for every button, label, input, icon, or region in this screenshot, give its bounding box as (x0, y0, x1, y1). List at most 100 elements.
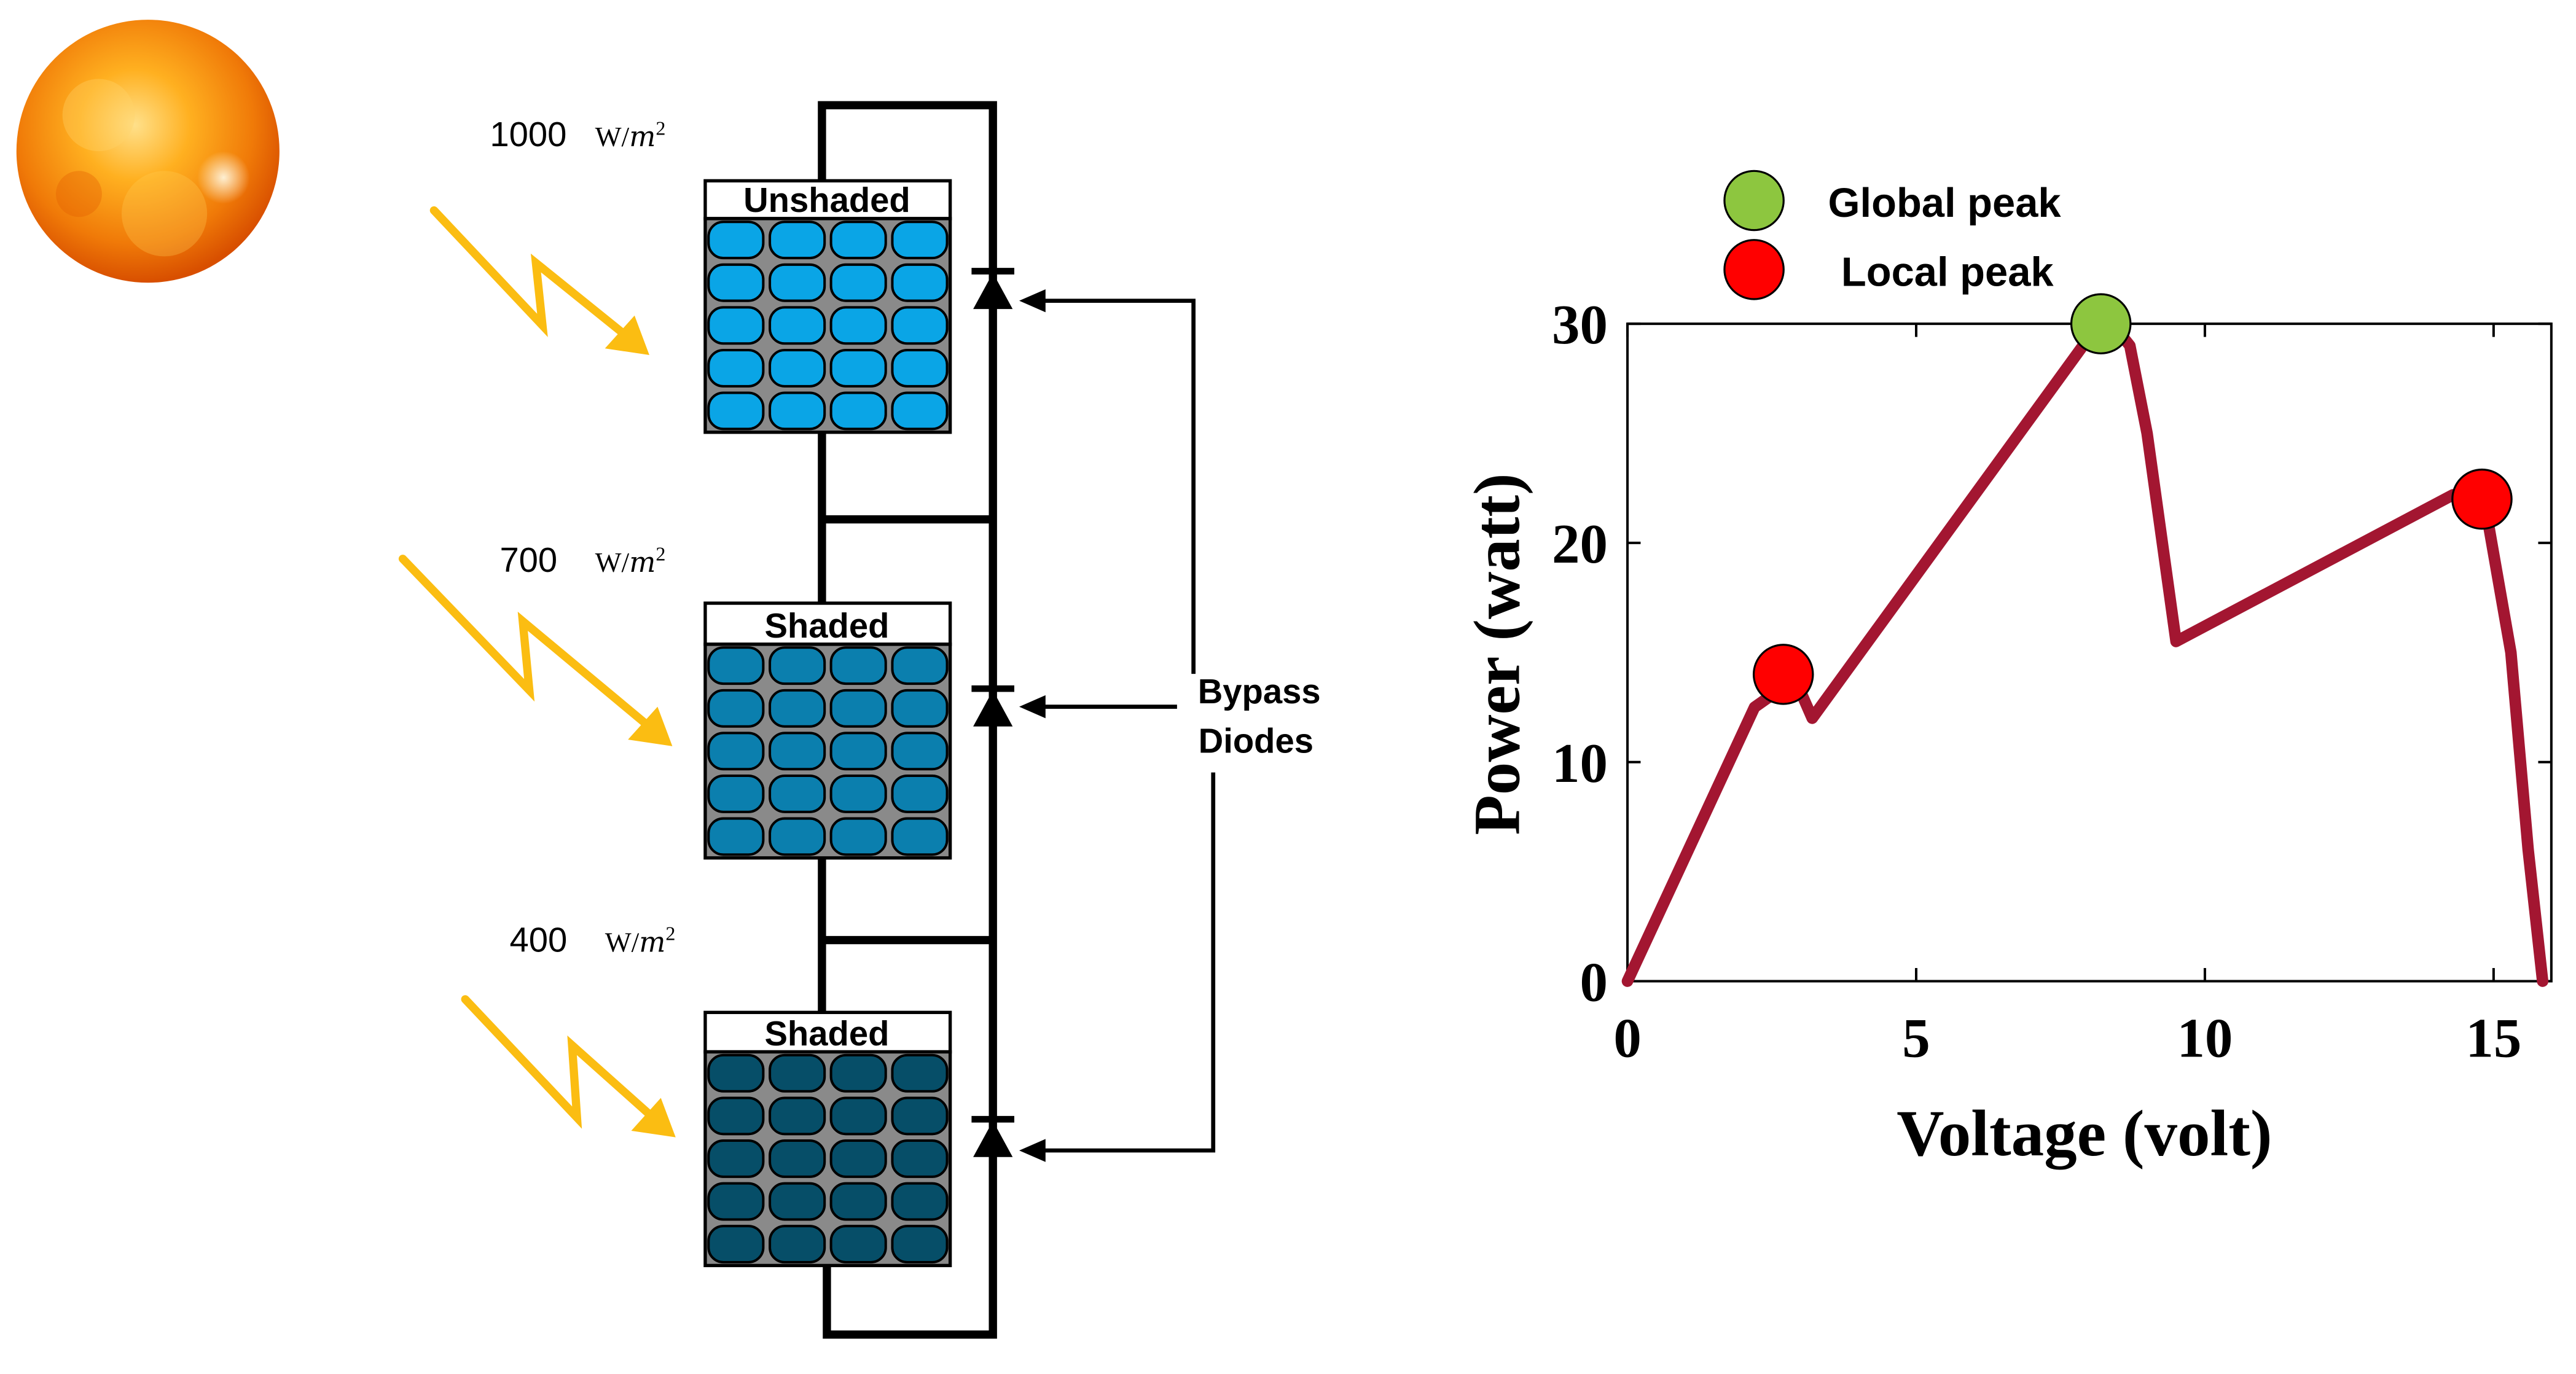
solar-cell (769, 1182, 826, 1221)
bypass-diode-middle (971, 685, 1014, 727)
solar-cell (769, 391, 826, 431)
solar-cell (769, 263, 826, 302)
svg-text:Bypass: Bypass (1198, 672, 1321, 711)
panel-label-bottom: Shaded (764, 1014, 889, 1053)
solar-cell (707, 774, 765, 813)
solar-cell (829, 817, 887, 856)
sun-ray-middle (398, 555, 673, 746)
solar-cell (707, 646, 765, 685)
solar-cell (891, 689, 949, 728)
irradiance-label-top: 1000 W/m2 (490, 115, 665, 154)
y-axis-label: Power (watt) (1461, 473, 1533, 835)
solar-cell (891, 348, 949, 388)
legend-global-label: Global peak (1828, 180, 2062, 226)
solar-panel-bottom: Shaded (703, 1010, 952, 1268)
solar-cell (707, 1182, 765, 1221)
svg-text:W/m2: W/m2 (595, 117, 666, 153)
solar-cell (829, 774, 887, 813)
bypass-pointer-arrowheads (1019, 289, 1046, 1162)
solar-cell (707, 348, 765, 388)
solar-cell (891, 1182, 949, 1221)
solar-panel-middle: Shaded (703, 601, 952, 860)
solar-cell (707, 1139, 765, 1178)
solar-cell (891, 263, 949, 302)
solar-cell (707, 1096, 765, 1136)
panel-label-top: Unshaded (743, 181, 910, 219)
svg-text:Diodes: Diodes (1199, 722, 1313, 760)
svg-text:W/m2: W/m2 (605, 923, 676, 959)
x-tick-label: 10 (2177, 1007, 2233, 1069)
x-tick-label: 0 (1613, 1007, 1641, 1069)
sun-icon (16, 20, 280, 283)
svg-text:W/m2: W/m2 (595, 542, 666, 579)
solar-cell (891, 646, 949, 685)
solar-cell (829, 1096, 887, 1136)
y-tick-label: 0 (1580, 951, 1607, 1013)
solar-cell (829, 1139, 887, 1178)
solar-cell (891, 817, 949, 856)
sun-ray-bottom (461, 995, 676, 1138)
legend: Global peak Local peak (1723, 170, 2062, 300)
local-peak-marker (1752, 644, 1814, 705)
solar-cell (769, 732, 826, 771)
legend-local-label: Local peak (1841, 249, 2054, 295)
y-tick-label: 10 (1552, 732, 1608, 794)
solar-cell (707, 391, 765, 431)
solar-cell (769, 1139, 826, 1178)
solar-cell (707, 732, 765, 771)
bypass-pointer-lines (1039, 299, 1216, 1153)
y-tick-label: 30 (1552, 294, 1608, 356)
solar-cell (769, 1053, 826, 1093)
bypass-diode-top (971, 268, 1014, 310)
solar-cell (891, 774, 949, 813)
solar-cell (829, 348, 887, 388)
solar-cell (707, 1225, 765, 1264)
solar-cell (707, 1053, 765, 1093)
solar-cell (769, 817, 826, 856)
solar-cell (707, 817, 765, 856)
solar-cell (769, 221, 826, 260)
irradiance-label-bottom: 400 W/m2 (510, 920, 676, 959)
y-tick-label: 20 (1552, 513, 1608, 575)
solar-cell (707, 689, 765, 728)
solar-cell (891, 306, 949, 345)
solar-cell (829, 391, 887, 431)
bypass-diodes-label: Bypass Diodes (1198, 672, 1321, 760)
solar-cell (829, 263, 887, 302)
solar-cell (707, 221, 765, 260)
solar-cell (891, 391, 949, 431)
pv-curve-chart: 0 5 10 15 0 10 20 30 Voltage (volt) Power (watt… (1461, 293, 2553, 1170)
solar-cell (829, 221, 887, 260)
solar-cell (891, 221, 949, 260)
irradiance-label-middle: 700 W/m2 (499, 541, 665, 579)
solar-cell (829, 306, 887, 345)
solar-cell (829, 1225, 887, 1264)
solar-cell (891, 1139, 949, 1178)
solar-cell (829, 689, 887, 728)
solar-panel-top: Unshaded (703, 179, 952, 434)
solar-cell (829, 1053, 887, 1093)
global-peak-marker (2070, 293, 2132, 354)
solar-cell (891, 1053, 949, 1093)
bypass-diode-bottom (971, 1115, 1014, 1157)
solar-cell (829, 646, 887, 685)
legend-local-marker (1723, 239, 1785, 300)
solar-cell (769, 306, 826, 345)
solar-cell (707, 263, 765, 302)
solar-cell (829, 732, 887, 771)
solar-cell (769, 646, 826, 685)
local-peak-marker (2451, 468, 2513, 530)
x-tick-label: 15 (2465, 1007, 2521, 1069)
irradiance-value-middle: 700 (499, 541, 557, 579)
solar-cell (769, 348, 826, 388)
solar-cell (707, 306, 765, 345)
solar-cell (891, 732, 949, 771)
x-axis-label: Voltage (volt) (1897, 1098, 2272, 1170)
panel-label-middle: Shaded (764, 606, 889, 645)
sun-ray-top (429, 206, 649, 355)
irradiance-value-bottom: 400 (510, 920, 568, 959)
x-tick-label: 5 (1902, 1007, 1930, 1069)
solar-cell (769, 1096, 826, 1136)
solar-cell (829, 1182, 887, 1221)
